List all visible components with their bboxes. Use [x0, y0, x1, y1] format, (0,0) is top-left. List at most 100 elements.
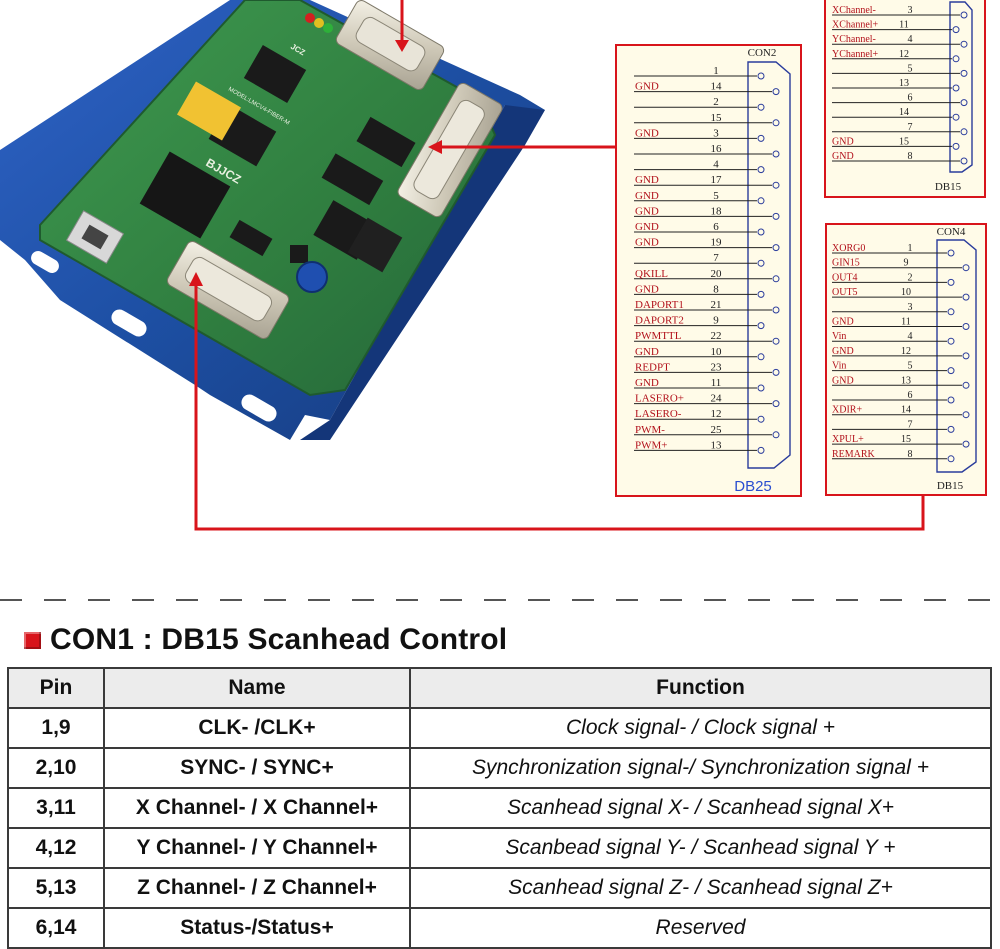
pin-number: 9	[713, 315, 719, 327]
pin-signal-name: XChannel+	[832, 20, 879, 31]
pin-socket	[947, 308, 955, 316]
pin-socket	[772, 212, 780, 220]
pin-signal-name: Vin	[832, 361, 846, 372]
pin-signal-name: OUT5	[832, 287, 858, 298]
pin-number: 14	[711, 81, 723, 93]
pin-number: 13	[901, 375, 911, 386]
pin-signal-name: XORG0	[832, 243, 865, 254]
arrowhead	[189, 272, 203, 286]
pin-socket	[947, 425, 955, 433]
pin-socket	[772, 337, 780, 345]
pin-signal-name: REMARK	[832, 449, 876, 460]
yellow-led	[314, 18, 324, 28]
pin-socket	[962, 264, 970, 272]
pin-signal-name: GIN15	[832, 258, 860, 269]
pin-socket	[772, 150, 780, 158]
pin-signal-name: PWM-	[635, 424, 665, 436]
label-sticker	[176, 81, 242, 141]
pin-number: 7	[908, 122, 913, 133]
chip	[321, 153, 384, 206]
callout-lines	[189, 0, 925, 531]
section-title: CON1 : DB15 Scanhead Control	[50, 623, 508, 656]
pin-signal-name: YChannel+	[832, 49, 879, 60]
pin-number: 11	[901, 317, 911, 328]
pin-socket	[962, 440, 970, 448]
name-cell: SYNC- / SYNC+	[103, 747, 411, 789]
pin-number: 1	[908, 243, 913, 254]
pin-socket	[772, 275, 780, 283]
pin-signal-name: PWM+	[635, 439, 667, 451]
pin-number: 9	[904, 258, 909, 269]
pin-socket	[962, 293, 970, 301]
usb-socket	[81, 224, 109, 250]
pin-socket	[947, 455, 955, 463]
pin-number: 4	[908, 331, 913, 342]
pin-socket	[962, 323, 970, 330]
pin-socket	[962, 352, 970, 360]
pin-signal-name: GND	[635, 174, 659, 186]
pin-socket	[947, 337, 955, 345]
pin-number: 14	[901, 405, 911, 416]
pin-number: 7	[713, 252, 719, 264]
name-cell: Z Channel- / Z Channel+	[103, 867, 411, 909]
pin-number: 4	[908, 34, 913, 45]
pin-socket	[757, 446, 765, 454]
pin-number: 22	[711, 330, 722, 342]
db15-connector-outline	[936, 239, 977, 473]
name-cell: Y Channel- / Y Channel+	[103, 827, 411, 869]
con1-db15-port	[335, 0, 445, 90]
function-cell: Reserved	[409, 907, 992, 949]
arrowhead	[395, 40, 409, 52]
pin-number: 12	[711, 408, 722, 420]
pin-number: 10	[901, 287, 911, 298]
pin-number: 3	[713, 127, 719, 139]
pin-socket	[772, 368, 780, 376]
pin-signal-name: GND	[832, 317, 854, 328]
red-led	[305, 13, 315, 23]
pin-cell: 6,14	[7, 907, 105, 949]
pin-number: 16	[711, 143, 723, 155]
pin-number: 19	[711, 237, 723, 249]
pin-socket	[772, 400, 780, 408]
pin-number: 13	[899, 78, 909, 89]
pin-socket	[947, 367, 955, 375]
pin-socket	[952, 26, 960, 34]
column-header-pin: Pin	[7, 667, 105, 709]
pin-number: 11	[711, 377, 722, 389]
pin-socket	[757, 322, 765, 330]
name-cell: CLK- /CLK+	[103, 707, 411, 749]
mounting-slot	[111, 309, 147, 337]
pin-number: 25	[711, 424, 723, 436]
pin-cell: 3,11	[7, 787, 105, 829]
pin-socket	[952, 113, 960, 121]
pin-signal-name: GND	[832, 136, 854, 147]
section-heading: CON1 : DB15 Scanhead Control	[24, 620, 507, 660]
pin-signal-name: GND	[635, 205, 659, 217]
capacitor	[296, 261, 328, 293]
pin-signal-name: XChannel-	[832, 5, 876, 16]
name-cell: Status-/Status+	[103, 907, 411, 949]
con2-db25-port	[397, 82, 503, 218]
arrowhead	[428, 140, 442, 154]
pin-signal-name: XDIR+	[832, 405, 862, 416]
function-cell: Scanhead signal Z- / Scanhead signal Z+	[409, 867, 992, 909]
pin-signal-name: LASERO-	[635, 408, 682, 420]
pin-socket	[757, 197, 765, 205]
pin-cell: 2,10	[7, 747, 105, 789]
pin-signal-name: REDPT	[635, 361, 670, 373]
pin-socket	[772, 431, 780, 439]
pin-socket	[757, 290, 765, 298]
pin-number: 10	[711, 346, 723, 358]
function-cell: Clock signal- / Clock signal +	[409, 707, 992, 749]
pin-socket	[757, 134, 765, 142]
con1-pinout-panel: XChannel-3XChannel+11YChannel-4YChannel+…	[824, 0, 986, 198]
red-square-bullet-icon	[24, 631, 41, 649]
pin-number: 12	[901, 346, 911, 357]
pin-socket	[757, 259, 765, 267]
